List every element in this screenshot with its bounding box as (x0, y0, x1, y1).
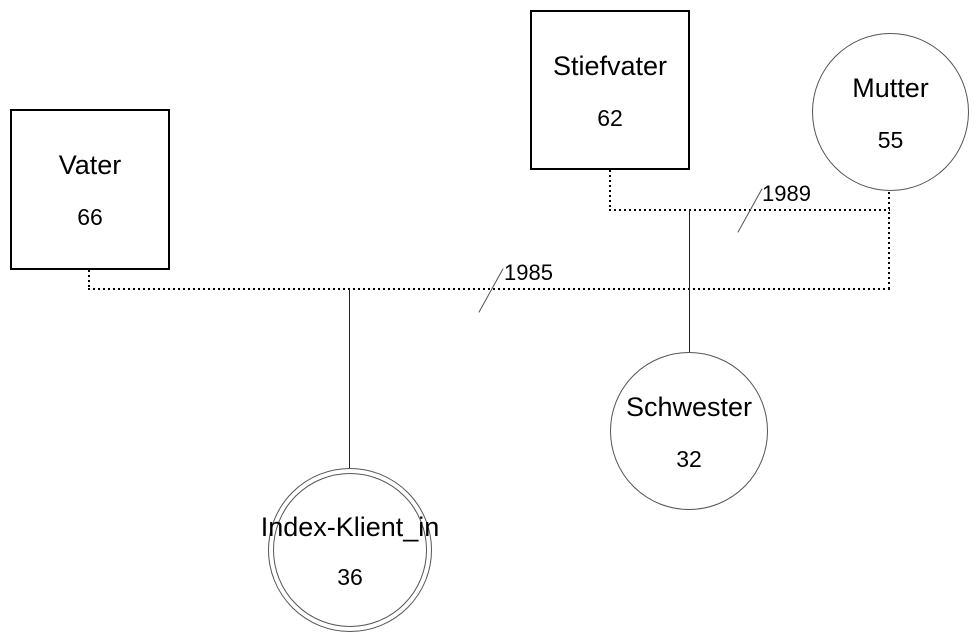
node-label: Index-Klient_in (260, 512, 440, 542)
year-label-1989: 1989 (762, 181, 811, 206)
stiefvater-drop-line (609, 170, 611, 210)
vater-drop-line (88, 270, 90, 289)
relationship-line-1985 (88, 288, 890, 290)
node-label: Schwester (625, 392, 753, 422)
node-label: Stiefvater (552, 51, 668, 81)
node-vater[interactable]: Vater 66 (10, 109, 170, 270)
node-label: Mutter (852, 73, 929, 103)
node-index-klient-in[interactable]: Index-Klient_in 36 (261, 468, 439, 632)
node-age: 66 (77, 204, 103, 230)
node-schwester[interactable]: Schwester 32 (610, 352, 768, 510)
mutter-drop-line (888, 192, 890, 289)
index-person-inner-ring (273, 473, 427, 627)
node-stiefvater[interactable]: Stiefvater 62 (530, 10, 690, 170)
relationship-line-1989 (609, 209, 890, 211)
node-age: 36 (337, 564, 363, 590)
node-age: 55 (877, 127, 904, 153)
node-label: Vater (58, 150, 122, 180)
child-line-index-klient-in (349, 289, 350, 468)
node-age: 32 (676, 446, 702, 472)
node-mutter[interactable]: Mutter 55 (812, 33, 969, 191)
separation-slash-1985 (478, 268, 504, 313)
node-age: 62 (597, 105, 623, 131)
child-line-schwester (689, 210, 690, 352)
year-label-1985: 1985 (504, 260, 553, 285)
